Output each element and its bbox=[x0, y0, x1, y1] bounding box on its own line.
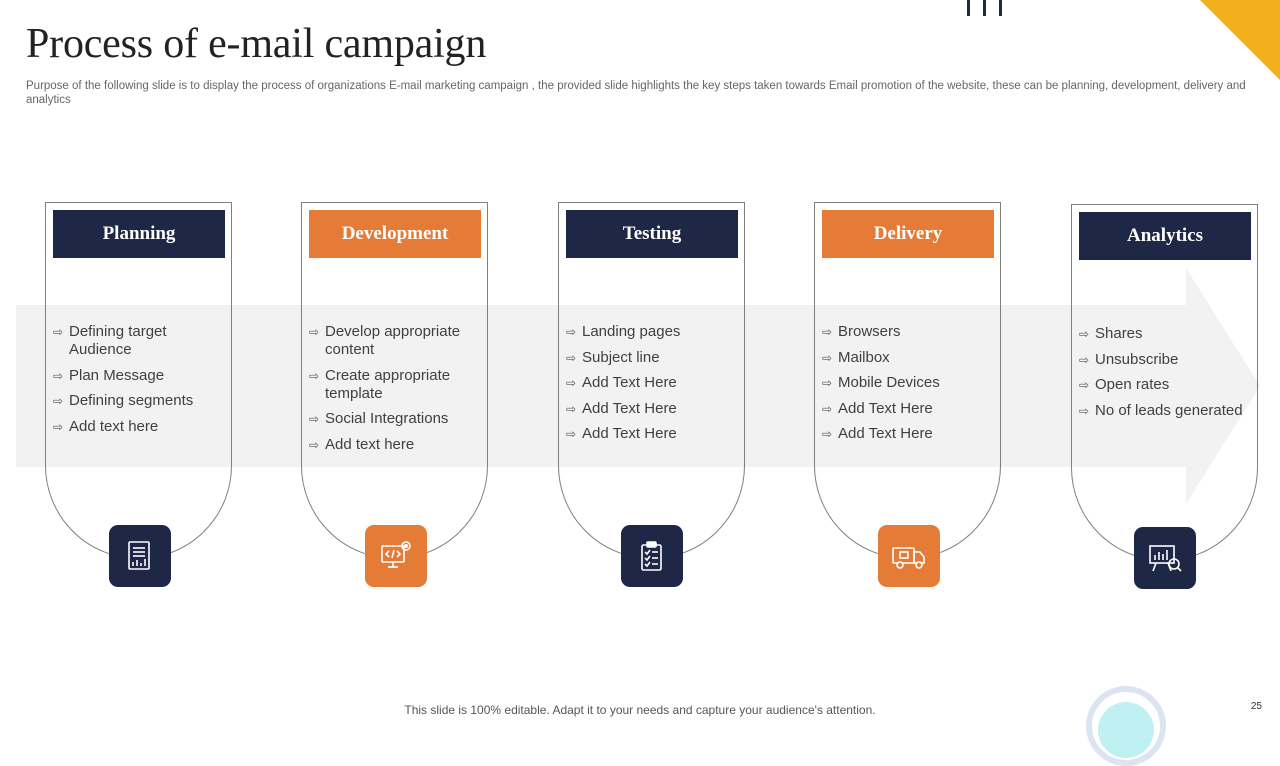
bullet-arrow-icon: ⇨ bbox=[1079, 403, 1090, 418]
decorative-circle-inner bbox=[1098, 702, 1154, 758]
step-header-analytics: Analytics bbox=[1079, 212, 1251, 260]
list-item: ⇨Develop appropriate content bbox=[309, 323, 461, 358]
corner-triangle-decoration bbox=[1200, 0, 1280, 80]
page-title: Process of e-mail campaign bbox=[26, 21, 487, 67]
bullet-arrow-icon: ⇨ bbox=[1079, 378, 1090, 392]
step-header-delivery: Delivery bbox=[822, 210, 994, 258]
code-monitor-gear-icon bbox=[365, 525, 427, 587]
step-items-testing: ⇨Landing pages ⇨Subject line ⇨Add Text H… bbox=[566, 323, 744, 451]
list-item: ⇨Add text here bbox=[53, 417, 159, 435]
bullet-arrow-icon: ⇨ bbox=[822, 376, 833, 390]
process-arrow-band bbox=[16, 305, 1186, 467]
bullet-arrow-icon: ⇨ bbox=[566, 401, 577, 416]
analytics-board-magnifier-icon bbox=[1134, 527, 1196, 589]
bullet-arrow-icon: ⇨ bbox=[566, 325, 577, 339]
list-item: ⇨Plan Message bbox=[53, 366, 165, 384]
bullet-arrow-icon: ⇨ bbox=[309, 412, 320, 426]
process-arrow-head bbox=[1186, 268, 1260, 504]
bullet-arrow-icon: ⇨ bbox=[53, 394, 64, 408]
list-item: ⇨Add Text Here bbox=[822, 425, 933, 442]
bullet-arrow-icon: ⇨ bbox=[309, 437, 320, 452]
step-card-testing: Testing ⇨Landing pages ⇨Subject line ⇨Ad… bbox=[558, 202, 745, 559]
bullet-arrow-icon: ⇨ bbox=[53, 325, 64, 339]
bullet-arrow-icon: ⇨ bbox=[309, 325, 320, 339]
bullet-arrow-icon: ⇨ bbox=[822, 350, 833, 365]
list-item: ⇨Landing pages bbox=[566, 323, 681, 340]
clipboard-checklist-icon bbox=[621, 525, 683, 587]
list-item: ⇨Social Integrations bbox=[309, 410, 449, 427]
step-header-testing: Testing bbox=[566, 210, 738, 258]
step-items-analytics: ⇨Shares ⇨Unsubscribe ⇨Open rates ⇨No of … bbox=[1079, 325, 1257, 427]
list-item: ⇨Unsubscribe bbox=[1079, 350, 1179, 368]
list-item: ⇨Shares bbox=[1079, 325, 1143, 342]
list-item: ⇨Browsers bbox=[822, 323, 901, 340]
list-item: ⇨Add text here bbox=[309, 435, 415, 453]
step-header-development: Development bbox=[309, 210, 481, 258]
list-item: ⇨Mailbox bbox=[822, 348, 890, 366]
list-item: ⇨Mobile Devices bbox=[822, 374, 940, 391]
page-subtitle: Purpose of the following slide is to dis… bbox=[26, 80, 1246, 106]
step-items-planning: ⇨Defining target Audience ⇨Plan Message … bbox=[53, 323, 231, 443]
list-item: ⇨Open rates bbox=[1079, 376, 1170, 393]
step-items-development: ⇨Develop appropriate content ⇨Create app… bbox=[309, 323, 487, 461]
delivery-truck-icon bbox=[878, 525, 940, 587]
list-item: ⇨Defining segments bbox=[53, 392, 194, 409]
bullet-arrow-icon: ⇨ bbox=[1079, 327, 1090, 341]
bullet-arrow-icon: ⇨ bbox=[53, 368, 64, 383]
list-item: ⇨Subject line bbox=[566, 348, 660, 366]
document-report-icon bbox=[109, 525, 171, 587]
bullet-arrow-icon: ⇨ bbox=[53, 419, 64, 434]
step-items-delivery: ⇨Browsers ⇨Mailbox ⇨Mobile Devices ⇨Add … bbox=[822, 323, 1000, 451]
bullet-arrow-icon: ⇨ bbox=[1079, 352, 1090, 367]
list-item: ⇨No of leads generated bbox=[1079, 401, 1243, 419]
step-card-analytics: Analytics ⇨Shares ⇨Unsubscribe ⇨Open rat… bbox=[1071, 204, 1258, 561]
list-item: ⇨Add Text Here bbox=[566, 374, 677, 391]
list-item: ⇨Add Text Here bbox=[566, 399, 677, 417]
step-card-development: Development ⇨Develop appropriate content… bbox=[301, 202, 488, 559]
list-item: ⇨Add Text Here bbox=[566, 425, 677, 442]
bullet-arrow-icon: ⇨ bbox=[566, 427, 577, 441]
bullet-arrow-icon: ⇨ bbox=[566, 350, 577, 365]
bullet-arrow-icon: ⇨ bbox=[566, 376, 577, 390]
top-bars-decoration bbox=[967, 0, 1007, 18]
list-item: ⇨Add Text Here bbox=[822, 399, 933, 417]
bullet-arrow-icon: ⇨ bbox=[309, 368, 320, 383]
step-card-planning: Planning ⇨Defining target Audience ⇨Plan… bbox=[45, 202, 232, 559]
page-number: 25 bbox=[1250, 701, 1262, 712]
step-header-planning: Planning bbox=[53, 210, 225, 258]
list-item: ⇨Defining target Audience bbox=[53, 323, 167, 358]
list-item: ⇨Create appropriate template bbox=[309, 366, 451, 402]
step-card-delivery: Delivery ⇨Browsers ⇨Mailbox ⇨Mobile Devi… bbox=[814, 202, 1001, 559]
bullet-arrow-icon: ⇨ bbox=[822, 427, 833, 441]
bullet-arrow-icon: ⇨ bbox=[822, 401, 833, 416]
bullet-arrow-icon: ⇨ bbox=[822, 325, 833, 339]
footer-note: This slide is 100% editable. Adapt it to… bbox=[404, 703, 876, 717]
